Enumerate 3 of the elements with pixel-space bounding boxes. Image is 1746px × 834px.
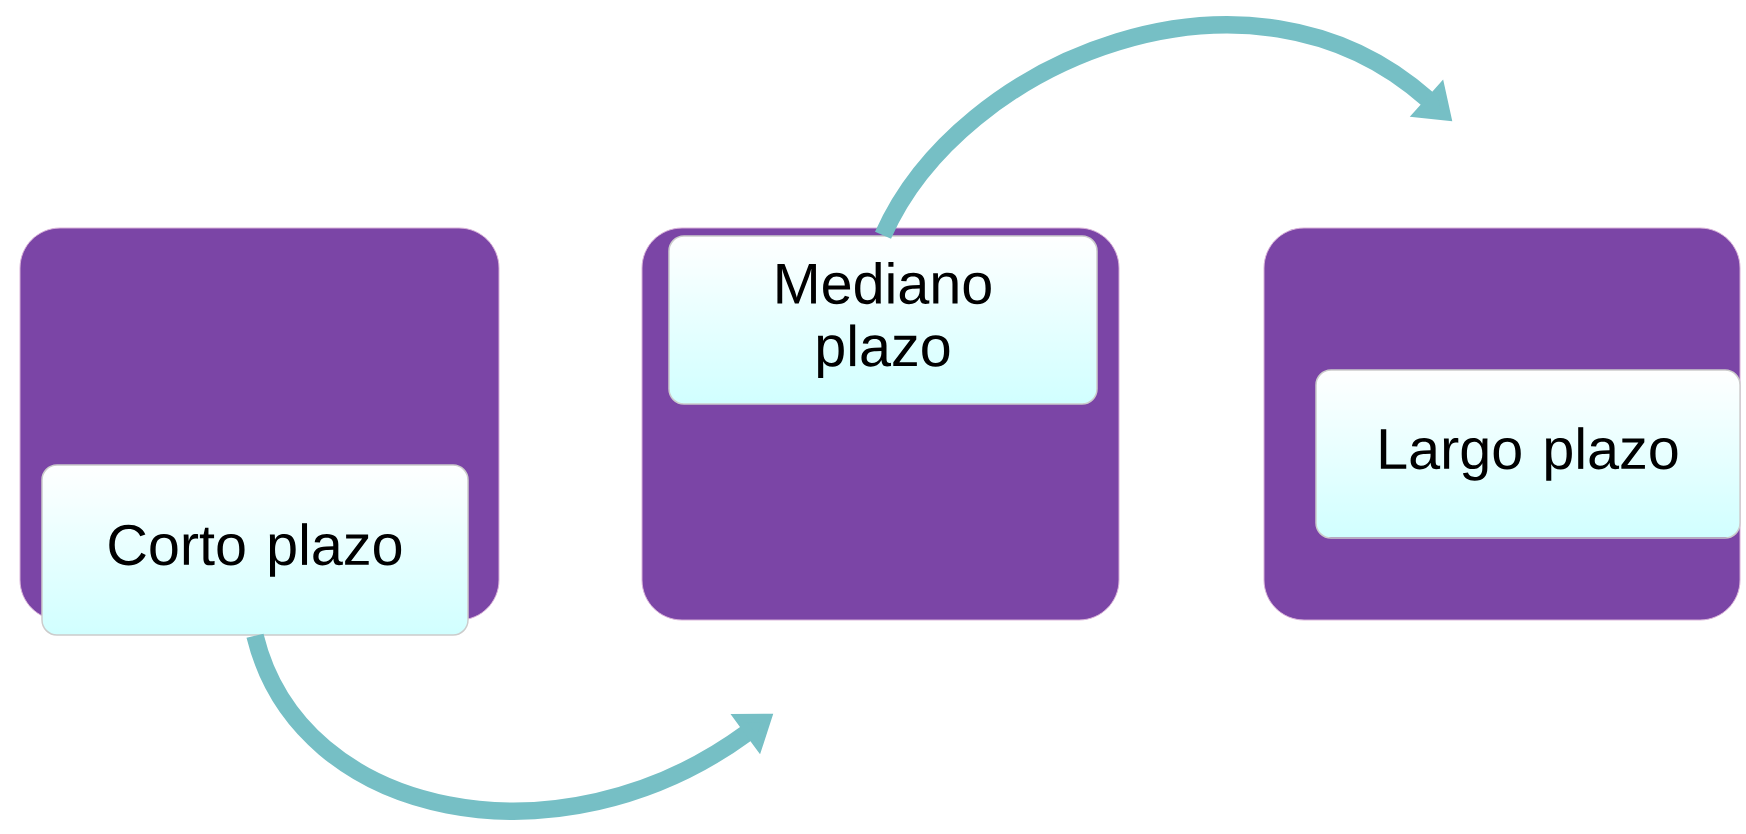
text-box: Corto plazo [41, 464, 469, 636]
text-box: Mediano plazo [668, 235, 1098, 405]
text-box: Largo plazo [1315, 369, 1741, 539]
